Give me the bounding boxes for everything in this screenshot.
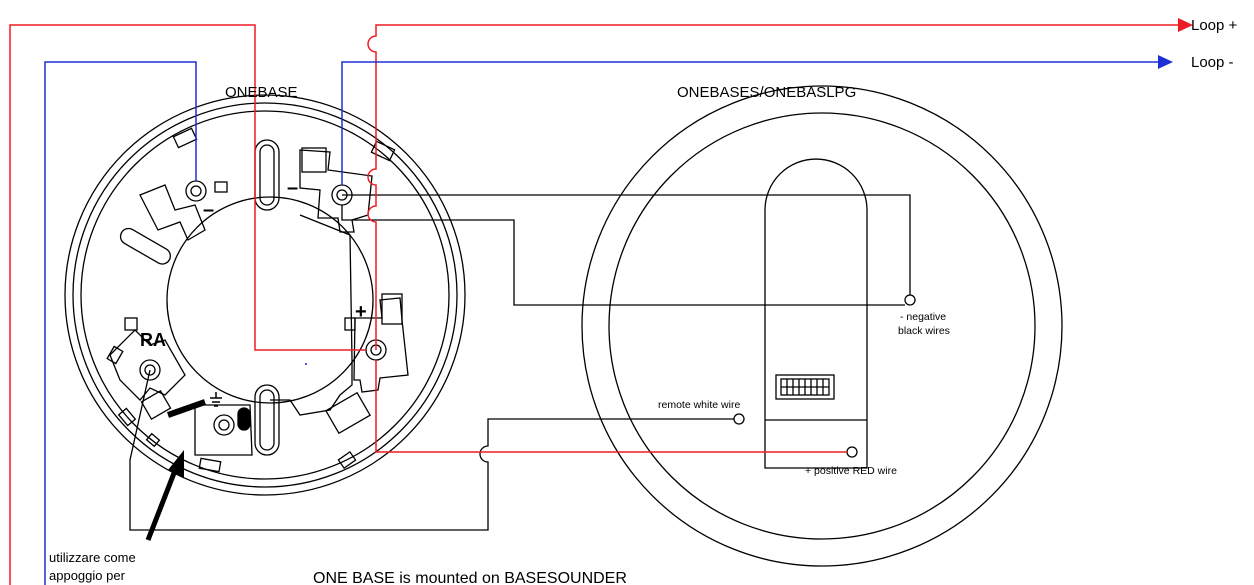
- red-to-positive: [375, 360, 847, 453]
- center-mark: [305, 363, 307, 365]
- terminal-earth: [194, 404, 253, 456]
- onebase-inner-cutout: [270, 214, 353, 416]
- ra-label: RA: [140, 330, 166, 350]
- note-line2: appoggio per: [49, 568, 126, 583]
- onebases: [581, 85, 1063, 567]
- onebases-title: ONEBASES/ONEBASLPG: [677, 84, 856, 101]
- loop-minus-arrow: [1158, 55, 1173, 69]
- loop-plus-arrow: [1178, 18, 1193, 32]
- loop-plus-label: Loop +: [1191, 17, 1238, 34]
- terminal-minus-left: [139, 184, 206, 241]
- negative-terminal: [904, 294, 916, 306]
- note-line1: utilizzare come: [49, 550, 136, 565]
- black-wires: [129, 194, 911, 531]
- terminal-minus-right: [299, 149, 373, 233]
- positive-terminal: [846, 446, 858, 458]
- pointer-arrow: [145, 450, 184, 541]
- terminal-ra: [109, 329, 186, 401]
- onebases-outer-ring: [581, 85, 1063, 567]
- minus-label-right: –: [287, 177, 298, 199]
- onebase-slot-top: [254, 139, 280, 211]
- remote-label: remote white wire: [658, 399, 740, 411]
- negative-label-line2: black wires: [898, 325, 950, 337]
- remote-terminal: [733, 413, 745, 425]
- negative-label-line1: - negative: [900, 311, 946, 323]
- onebase-center-opening: [166, 196, 374, 404]
- loop-minus-wire-right: [341, 61, 1160, 185]
- onebase-inner-ring: [72, 102, 458, 488]
- blue-wires: [44, 61, 1160, 585]
- remote-wire: [129, 369, 734, 531]
- onebase-outer-ring: [64, 94, 466, 496]
- onebase-outer-rim: [80, 110, 450, 480]
- onebases-connector: [775, 374, 835, 400]
- minus-label-left: –: [203, 199, 214, 221]
- negative-wire-2: [341, 205, 905, 306]
- positive-label: + positive RED wire: [805, 465, 897, 477]
- terminal-plus: [353, 297, 409, 393]
- negative-wire: [342, 194, 911, 295]
- onebases-inner-ring: [608, 112, 1036, 540]
- onebase-slot-bottom: [254, 384, 280, 456]
- plus-label: +: [355, 301, 367, 323]
- red-bridge: [367, 24, 1180, 350]
- loop-plus-wire: [9, 24, 366, 585]
- red-wires: [9, 24, 1180, 585]
- loop-minus-label: Loop -: [1191, 54, 1234, 71]
- onebase: [64, 94, 466, 496]
- onebase-slot-left: [119, 227, 171, 265]
- onebase-title: ONEBASE: [225, 84, 298, 101]
- loop-minus-wire-left: [44, 61, 197, 585]
- footer-note: ONE BASE is mounted on BASESOUNDER: [313, 570, 627, 585]
- onebases-module: [764, 158, 868, 469]
